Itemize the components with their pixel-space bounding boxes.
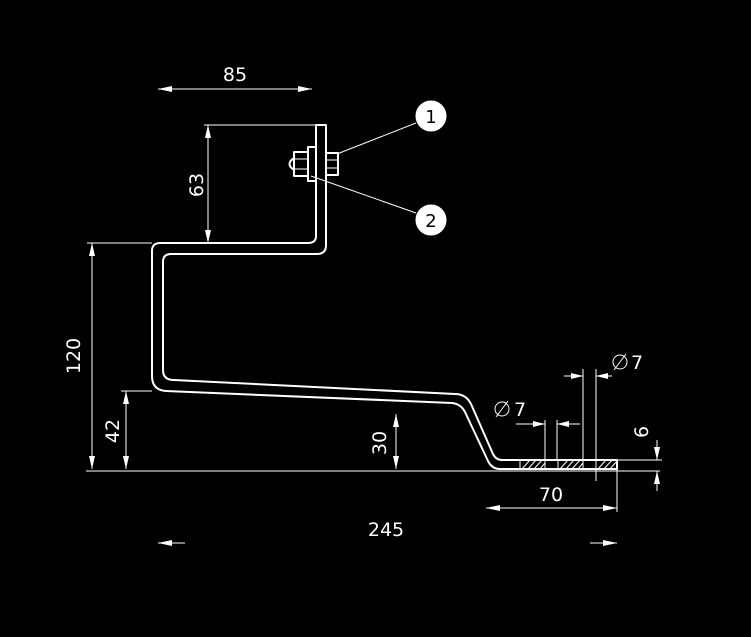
bracket-outer-contour (151, 124, 618, 470)
bolt-assembly (288, 146, 339, 182)
dim-hole-left-label: 7 (514, 399, 526, 421)
dimension-plate-thickness: 6 (617, 426, 662, 491)
dim-lower-height-label: 42 (102, 419, 124, 443)
balloon-1: 1 (336, 100, 447, 155)
bracket-part (151, 124, 618, 470)
balloon-2-number: 2 (425, 211, 436, 232)
balloon-2: 2 (310, 175, 447, 236)
dim-plate-thickness-label: 6 (631, 426, 653, 438)
dimension-hole-left: 7 (494, 399, 580, 460)
dim-top-width-label: 85 (223, 64, 247, 86)
dimension-top-height: 63 (186, 124, 316, 243)
nut-dome (288, 157, 295, 171)
plate-hatching (521, 459, 618, 470)
washer (307, 146, 317, 182)
bolt-head (325, 152, 339, 176)
dim-top-height-label: 63 (186, 173, 208, 197)
dimension-overall-length: 245 (158, 519, 617, 546)
dimension-mid-height: 120 (63, 242, 152, 469)
dim-hole-spacing-label: 70 (539, 484, 563, 506)
dim-hole-right-label: 7 (631, 352, 643, 374)
dimension-hole-spacing: 70 (486, 469, 618, 512)
dimension-hole-right: 7 (564, 352, 643, 481)
dim-mid-height-label: 120 (63, 338, 85, 374)
dimension-lower-height: 42 (102, 390, 152, 469)
dimension-slope-height: 30 (369, 414, 399, 469)
dim-slope-height-label: 30 (369, 431, 391, 455)
nut (293, 151, 309, 177)
dimension-top-width: 85 (158, 64, 312, 92)
dim-overall-length-label: 245 (368, 519, 404, 541)
balloon-1-number: 1 (425, 107, 436, 128)
